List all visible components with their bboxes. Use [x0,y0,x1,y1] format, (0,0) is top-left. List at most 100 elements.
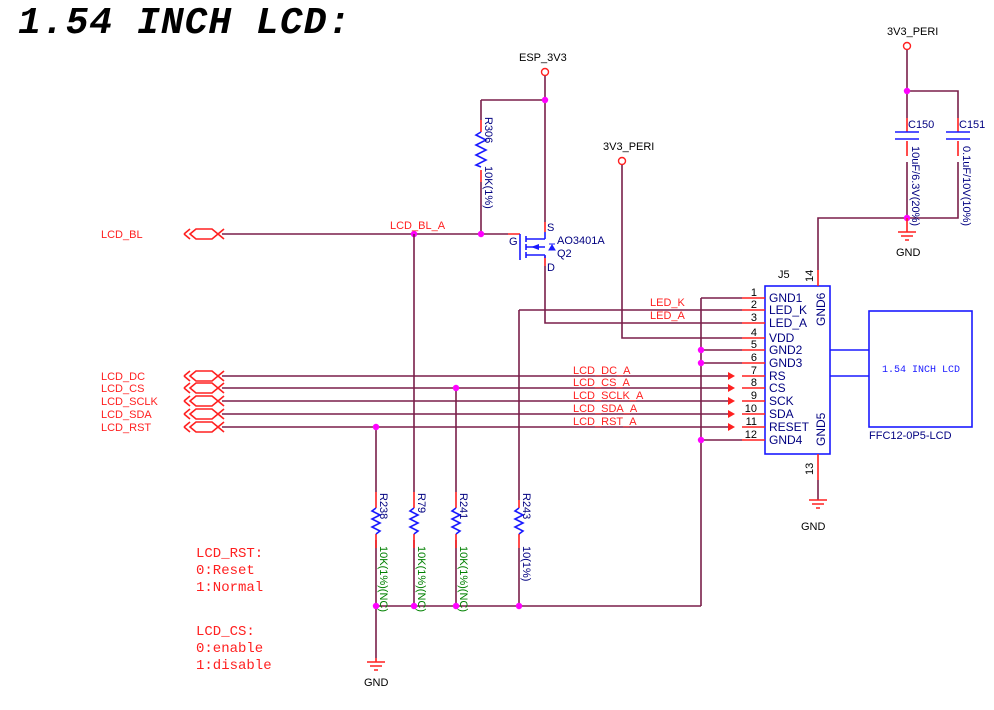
port-lcd-dc: LCD_DC [101,370,225,383]
junction [541,96,549,104]
power-esp-3v3: ESP_3V3 [519,52,567,77]
wire-led-k [518,309,742,606]
j5-footprint: FFC12-0P5-LCD [869,430,952,442]
j5-pin: 11 RESET [728,416,810,434]
junction [697,436,705,444]
net-label-signal: LCD_SDA_A [573,403,638,415]
lcd-label: 1.54 INCH LCD [882,365,960,376]
j5-pin-name: VDD [769,331,795,345]
j5-pin-number: 1 [751,287,757,299]
j5-pin-name: RESET [769,420,810,434]
j5-pin-name: SDA [769,407,794,421]
r238-value: 10K(1%)(NC) [377,546,389,612]
junction [903,87,911,95]
input-arrow-icon [728,384,735,392]
c151-value: 0.1uF/10V(10%) [960,146,972,226]
ground-label-j5: GND [801,521,826,533]
j5-pin: 9 SCK [728,390,794,408]
j5-pin-number: 11 [746,416,757,428]
port-lcd-rst: LCD_RST [101,421,225,434]
port-icon [183,421,225,433]
j5-pin-number: 2 [751,299,757,311]
wire-pulls [375,234,701,658]
resistor-r79: R79 10K(1%)(NC) [408,492,427,612]
resistor-icon [513,507,525,535]
port-lcd-sda: LCD_SDA [101,408,225,421]
r241-ref: R241 [457,493,469,519]
ground-label-pulls: GND [364,677,389,689]
r79-ref: R79 [415,493,427,513]
net-label-led-k: LED_K [650,297,686,309]
note-lcd-cs: LCD_CS: 0:enable 1:disable [196,624,272,674]
j5-gnd6: GND6 [814,292,828,326]
capacitor-c151: C151 0.1uF/10V(10%) [946,118,985,226]
junction [515,602,523,610]
net-label-signal: LCD_DC_A [573,365,631,377]
j5-pin-name: RS [769,369,786,383]
q2-pin-g: G [509,236,518,248]
port-icon [183,228,225,240]
j5-pin-name: GND1 [769,291,803,305]
junction [697,346,705,354]
junction [410,602,418,610]
resistor-r306: R306 10K(1%) [474,117,494,209]
r306-value: 10K(1%) [482,166,494,209]
pull-resistors: R238 10K(1%)(NC) R79 10K(1%)(NC) R241 10K(1%)… [370,492,532,612]
power-label-3v3-peri-top: 3V3_PERI [887,26,938,38]
power-port-icon [617,156,627,166]
note-cs-line: 0:enable [196,641,263,657]
capacitor-icon [895,131,919,140]
net-label-signal: LCD_SCLK_A [573,390,644,402]
resistor-r238: R238 10K(1%)(NC) [370,492,389,612]
junction [452,602,460,610]
mosfet-q2: G S D AO3401A Q2 [508,222,605,274]
power-label-esp-3v3: ESP_3V3 [519,52,567,64]
input-arrow-icon [728,410,735,418]
lcd-body [868,310,973,428]
ground-icon [809,499,827,509]
r306-ref: R306 [482,117,494,143]
j5-pin-number: 9 [751,390,757,402]
q2-part: AO3401A [557,235,605,247]
port-lcd-bl: LCD_BL [101,228,225,241]
port-icon [183,382,225,394]
ground-icon [367,658,385,671]
power-port-icon [540,67,550,77]
port-icon [183,408,225,420]
junction [477,230,485,238]
port-label: LCD_CS [101,383,144,395]
mosfet-icon [519,232,546,260]
resistor-icon [408,507,420,535]
r79-value: 10K(1%)(NC) [415,546,427,612]
j5-gnd5: GND5 [814,412,828,446]
r238-ref: R238 [377,493,389,519]
wire-j5-gnd-bus [700,297,742,606]
ground-label-caps: GND [896,247,921,259]
power-label-3v3-peri-mid: 3V3_PERI [603,141,654,153]
power-3v3-peri-top: 3V3_PERI [887,26,938,51]
page-title: 1.54 INCH LCD: [18,2,352,45]
net-label-led-a: LED_A [650,310,686,322]
note-rst-line: 0:Reset [196,563,255,579]
j5-pin-name: SCK [769,394,794,408]
note-rst-line: LCD_RST: [196,546,263,562]
j5-pin-14: 14 [804,270,816,282]
resistor-icon [450,507,462,535]
power-port-icon [902,41,912,51]
r241-value: 10K(1%)(NC) [457,546,469,612]
q2-ref: Q2 [557,248,572,260]
capacitor-c150: C150 10uF/6.3V(20%) [895,118,934,226]
c150-value: 10uF/6.3V(20%) [909,146,921,226]
note-cs-line: LCD_CS: [196,624,255,640]
wire-signals [222,375,728,428]
port-icon [183,370,225,382]
power-3v3-peri-mid: 3V3_PERI [603,141,654,166]
junction [372,423,380,431]
j5-pin-13: 13 [804,463,816,475]
